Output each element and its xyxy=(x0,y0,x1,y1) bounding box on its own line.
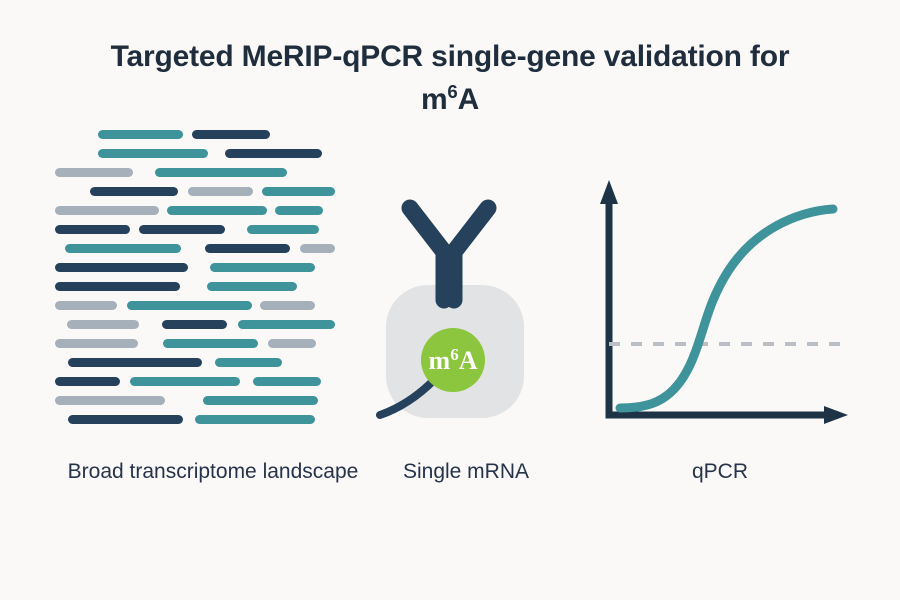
m6a-base: m xyxy=(429,346,451,375)
transcript-bar xyxy=(65,244,181,253)
transcript-bars-icon xyxy=(55,130,335,424)
transcript-bar xyxy=(98,130,183,139)
x-axis-arrow-icon xyxy=(824,406,848,424)
transcript-bar xyxy=(130,377,240,386)
transcript-bar xyxy=(139,225,225,234)
m6a-badge-circle xyxy=(421,328,485,392)
transcript-bar xyxy=(162,320,227,329)
amplification-curve-icon xyxy=(600,180,848,424)
y-axis-arrow-icon xyxy=(600,180,618,204)
figure-title-superscript: 6 xyxy=(447,80,458,102)
transcript-bar xyxy=(55,377,120,386)
transcript-bar xyxy=(188,187,253,196)
caption-transcriptome: Broad transcriptome landscape xyxy=(67,460,359,483)
transcript-bar xyxy=(192,130,270,139)
transcript-bar xyxy=(55,168,133,177)
caption-mrna: Single mRNA xyxy=(402,460,530,483)
transcript-bar xyxy=(163,339,258,348)
transcript-bar xyxy=(90,187,178,196)
transcript-bar xyxy=(238,320,335,329)
transcript-bar xyxy=(247,225,319,234)
transcript-bar xyxy=(275,206,323,215)
antibody-mrna-icon: m6A xyxy=(376,199,524,419)
transcript-bar xyxy=(262,187,335,196)
figure-title-line1: Targeted MeRIP-qPCR single-gene validati… xyxy=(110,40,790,73)
panel-qpcr xyxy=(580,170,860,430)
m6a-badge-label: m6A xyxy=(429,345,478,375)
figure-title-m: m xyxy=(420,82,448,116)
amplification-curve-path xyxy=(615,204,838,413)
caption-qpcr: qPCR xyxy=(691,460,749,483)
transcript-bar xyxy=(55,301,117,310)
transcript-bar xyxy=(167,206,267,215)
transcript-bar xyxy=(55,282,180,291)
transcript-bar xyxy=(215,358,282,367)
panel-transcriptome xyxy=(55,130,335,440)
transcript-bar xyxy=(260,301,315,310)
transcript-bar xyxy=(127,301,252,310)
transcript-bar xyxy=(225,149,322,158)
transcript-bar xyxy=(55,339,138,348)
figure-title-line2: m6A xyxy=(420,80,480,116)
mrna-strand-icon xyxy=(376,376,438,419)
transcript-bar xyxy=(55,396,165,405)
panel-mrna: m6A xyxy=(370,180,550,430)
transcript-bar xyxy=(155,168,287,177)
m6a-superscript: 6 xyxy=(450,345,459,364)
transcript-bar xyxy=(68,358,202,367)
transcript-bar xyxy=(207,282,297,291)
transcript-bar xyxy=(55,263,188,272)
chart-axes xyxy=(605,192,836,419)
transcript-bar xyxy=(98,149,208,158)
figure-title-a: A xyxy=(457,82,480,116)
transcript-bar xyxy=(68,415,183,424)
transcript-bar xyxy=(253,377,321,386)
antibody-icon xyxy=(401,199,497,309)
transcript-bar xyxy=(203,396,318,405)
m6a-tail: A xyxy=(459,346,478,375)
transcript-bar xyxy=(67,320,139,329)
transcript-bar xyxy=(195,415,315,424)
figure-title: Targeted MeRIP-qPCR single-gene validati… xyxy=(60,36,840,121)
transcript-bar xyxy=(205,244,290,253)
transcript-bar xyxy=(55,206,159,215)
transcript-bar xyxy=(210,263,315,272)
transcript-bar xyxy=(55,225,130,234)
transcript-bar xyxy=(300,244,335,253)
transcript-bar xyxy=(268,339,316,348)
